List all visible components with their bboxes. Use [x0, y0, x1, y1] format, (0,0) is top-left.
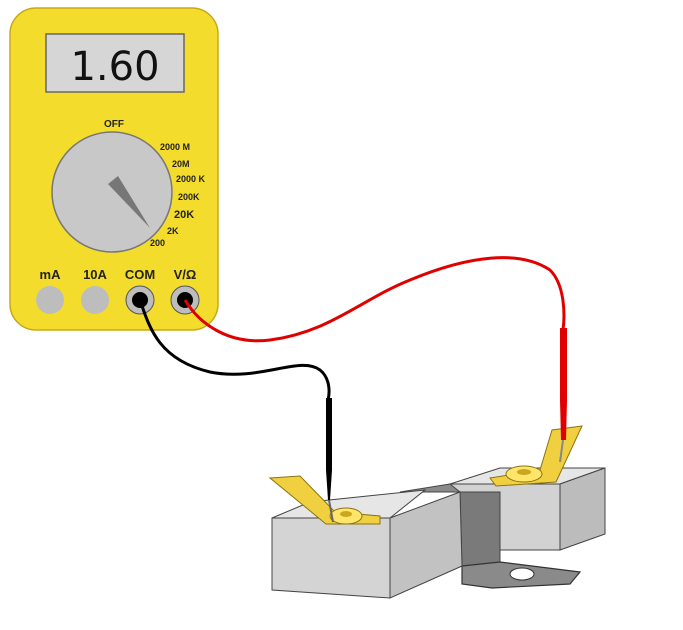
range-label-200: 200 [150, 238, 165, 248]
black-lead [138, 299, 334, 523]
range-label-2000m: 2000 M [160, 142, 190, 152]
range-label-20m: 20M [172, 159, 190, 169]
jack-ma[interactable] [36, 286, 64, 314]
jack-label-ma: mA [40, 267, 62, 282]
range-label-2000k: 2000 K [176, 174, 206, 184]
range-label-2k: 2K [167, 226, 179, 236]
red-lead [183, 256, 567, 463]
left-block-side [389, 491, 463, 599]
jack-label-10a: 10A [83, 267, 107, 282]
right-block-side [559, 467, 606, 551]
range-label-200k: 200K [178, 192, 200, 202]
lcd-value: 1.60 [70, 44, 159, 90]
multimeter: 1.60 OFF 2000 M 20M 2000 K 200K 20K 2K 2… [9, 7, 219, 331]
left-clip [268, 475, 381, 525]
left-nut-hole [340, 511, 352, 517]
jack-label-com: COM [125, 267, 155, 282]
black-probe[interactable] [326, 398, 332, 500]
red-wire[interactable] [183, 256, 566, 343]
red-probe[interactable] [560, 328, 567, 440]
right-nut-hole [517, 469, 531, 475]
black-wire[interactable] [138, 299, 331, 401]
tab-hole [509, 567, 535, 581]
metal-strap-front [459, 491, 501, 567]
dial-pointer [108, 176, 150, 228]
jack-label-vohm: V/Ω [174, 267, 197, 282]
range-label-20k: 20K [174, 209, 194, 221]
red-probe-tip [559, 439, 564, 463]
left-block-front [271, 517, 391, 599]
dial-off-label: OFF [104, 119, 124, 130]
selector-dial[interactable] [51, 131, 173, 253]
jack-10a[interactable] [81, 286, 109, 314]
lcd-display [45, 33, 185, 93]
black-probe-tip [328, 499, 334, 523]
component [268, 425, 606, 599]
